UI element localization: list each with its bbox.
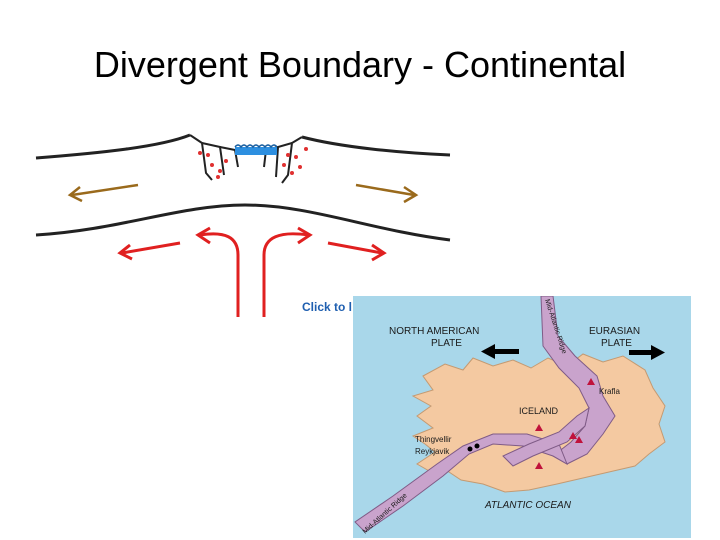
north-american-plate-label-2: PLATE: [431, 338, 462, 349]
north-american-plate-label-1: NORTH AMERICAN: [389, 326, 479, 337]
volcano-markers: [535, 378, 595, 469]
plate-arrow-east: [629, 345, 665, 360]
plate-arrow-west: [481, 344, 519, 359]
iceland-plate-map: NORTH AMERICAN PLATE EURASIAN PLATE ICEL…: [353, 296, 691, 538]
mantle-flow-arrows: [117, 226, 387, 317]
rift-cross-section-diagram: [35, 133, 451, 317]
rift-lake-water: [235, 147, 277, 155]
iceland-landmass: [411, 353, 666, 493]
eurasian-plate-label-2: PLATE: [601, 338, 632, 349]
reykjavik-label: Reykjavik: [415, 447, 450, 456]
rift-block-left: [189, 134, 213, 181]
rift-lake-waves: [234, 144, 278, 149]
slide-title: Divergent Boundary - Continental: [93, 44, 627, 85]
crust-surface-right: [301, 135, 451, 157]
crust-surface-left: [35, 133, 191, 160]
rift-block-right: [281, 136, 303, 184]
thingvellir-dot: [474, 443, 480, 449]
krafla-label: Krafla: [599, 387, 620, 396]
ridge-zone-east: [502, 406, 590, 467]
click-to-link[interactable]: Click to l: [302, 300, 353, 314]
atlantic-ocean-label: ATLANTIC OCEAN: [484, 500, 572, 511]
fault-dots: [198, 147, 308, 179]
ridge-zone-north: [540, 296, 616, 465]
reykjavik-dot: [467, 446, 473, 452]
iceland-label: ICELAND: [519, 406, 559, 416]
thingvellir-label: Thingvellir: [415, 435, 452, 444]
plate-motion-arrow-right: [355, 183, 419, 204]
plate-motion-arrow-left: [67, 183, 139, 203]
crust-base: [35, 203, 451, 242]
eurasian-plate-label-1: EURASIAN: [589, 326, 640, 337]
